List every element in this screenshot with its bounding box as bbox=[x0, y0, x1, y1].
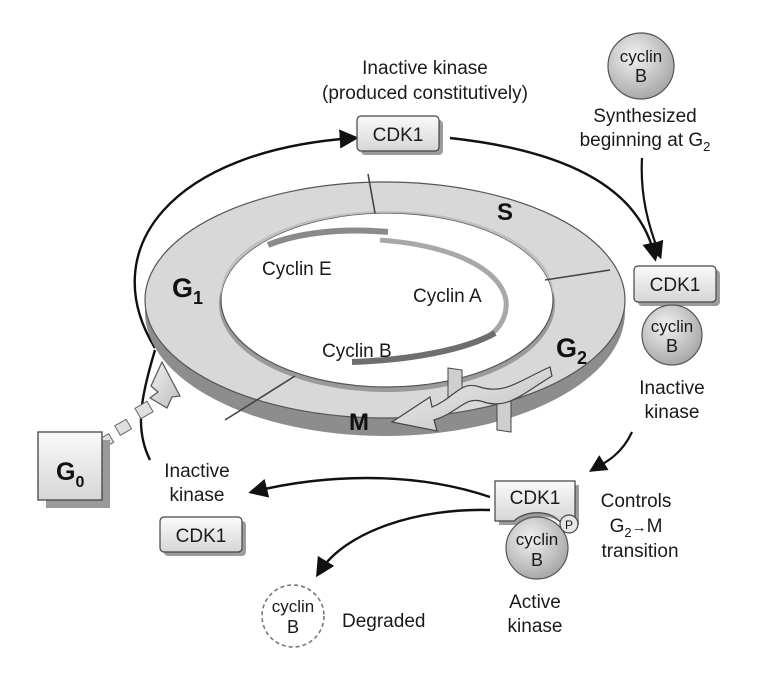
cyclin-a-band bbox=[379, 237, 509, 343]
svg-text:G0: G0 bbox=[56, 458, 84, 491]
degraded-label: Degraded bbox=[342, 611, 425, 632]
active-caption-line1: Active bbox=[509, 592, 561, 613]
phase-m-label: M bbox=[349, 409, 369, 436]
cyclin-e-label: Cyclin E bbox=[262, 259, 332, 280]
svg-text:B: B bbox=[531, 550, 543, 570]
controls-line2: G2→M bbox=[610, 516, 663, 540]
cyclin-bands bbox=[266, 227, 509, 365]
g0-exit-arrow bbox=[97, 360, 181, 450]
phase-g2-label: G2 bbox=[556, 333, 587, 368]
arrow-to-degraded bbox=[315, 508, 491, 578]
cyclin-b-label: Cyclin B bbox=[322, 341, 392, 362]
cyclin-a-label: Cyclin A bbox=[413, 286, 482, 307]
active-cdk1-box: CDK1 bbox=[494, 480, 579, 525]
svg-text:B: B bbox=[287, 617, 299, 637]
svg-text:B: B bbox=[666, 336, 678, 356]
active-caption-line2: kinase bbox=[508, 616, 563, 637]
phosphate-badge: P bbox=[559, 514, 579, 534]
g0-box: G0 bbox=[37, 431, 110, 508]
degraded-cyclin-b-ball: cyclin B bbox=[261, 584, 325, 648]
divider-s-g2 bbox=[544, 269, 611, 281]
svg-text:P: P bbox=[565, 518, 573, 532]
cell-cycle-ring bbox=[144, 181, 626, 436]
svg-text:cyclin: cyclin bbox=[272, 597, 315, 616]
cycle-arrow-to-right-complex bbox=[449, 136, 662, 262]
right-caption-line2: kinase bbox=[645, 402, 700, 423]
svg-text:CDK1: CDK1 bbox=[373, 125, 424, 146]
divider-m-g1 bbox=[224, 375, 296, 421]
top-caption-line1: Inactive kinase bbox=[362, 58, 488, 79]
phase-g1-label: G1 bbox=[172, 273, 203, 308]
synth-cyclin-b-ball: cyclin B bbox=[607, 32, 675, 100]
svg-text:cyclin: cyclin bbox=[620, 47, 663, 66]
top-cdk1-box: CDK1 bbox=[356, 115, 443, 155]
arrow-inactive-to-active bbox=[589, 431, 633, 472]
svg-text:CDK1: CDK1 bbox=[176, 526, 227, 547]
svg-text:B: B bbox=[635, 66, 647, 86]
controls-line1: Controls bbox=[601, 491, 672, 512]
cyclin-e-band bbox=[266, 227, 389, 248]
arrow-synth-down bbox=[640, 157, 664, 260]
cycle-arrow-top bbox=[133, 129, 359, 349]
svg-text:CDK1: CDK1 bbox=[650, 275, 701, 296]
right-cyclin-b-ball: cyclin B bbox=[641, 304, 703, 366]
cyclin-b-band bbox=[351, 330, 497, 365]
synth-caption-line2: beginning at G2 bbox=[580, 130, 711, 154]
right-cdk1-box: CDK1 bbox=[633, 265, 720, 306]
g2-to-m-arrow bbox=[390, 366, 553, 432]
synth-caption-line1: Synthesized bbox=[593, 106, 697, 127]
left-caption-line2: kinase bbox=[170, 485, 225, 506]
svg-text:cyclin: cyclin bbox=[651, 317, 694, 336]
left-caption-line1: Inactive bbox=[164, 461, 229, 482]
right-caption-line1: Inactive bbox=[639, 378, 704, 399]
divider-g1-s bbox=[367, 173, 376, 214]
top-caption-line2: (produced constitutively) bbox=[322, 83, 528, 104]
svg-text:cyclin: cyclin bbox=[516, 530, 559, 549]
active-cyclin-b-ball: cyclin B bbox=[505, 516, 569, 580]
arrow-active-to-left-inactive bbox=[248, 476, 491, 499]
svg-text:CDK1: CDK1 bbox=[510, 488, 561, 509]
left-cdk1-box: CDK1 bbox=[159, 516, 246, 556]
phase-s-label: S bbox=[497, 199, 513, 226]
controls-line3: transition bbox=[601, 541, 678, 562]
